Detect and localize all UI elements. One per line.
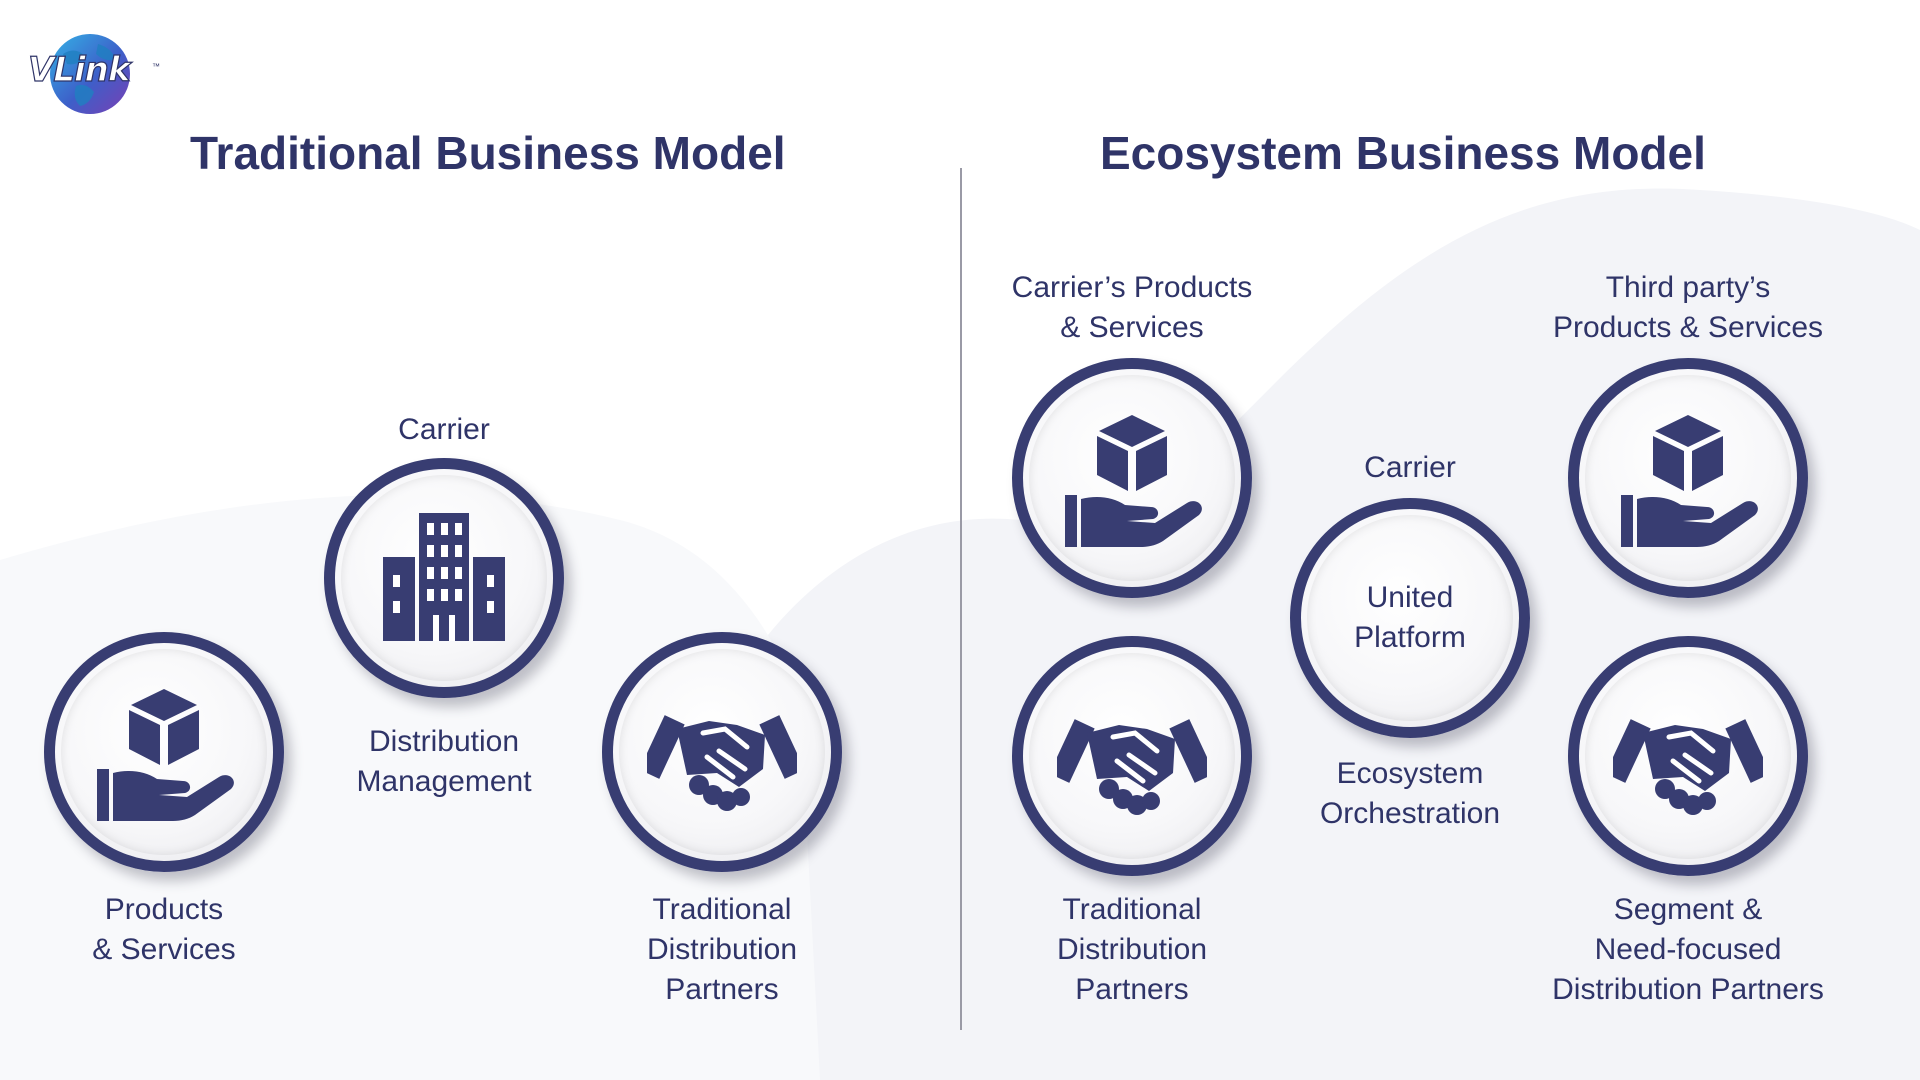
handshake-icon [647,715,797,811]
distribution-management-label: Distribution Management [356,725,532,798]
products-services-node [44,632,284,872]
united-platform-node: United Platform [1290,498,1530,738]
carrier-node [324,458,564,698]
traditional-model-title: Traditional Business Model [190,127,786,179]
third-party-products-services-label: Third party’s Products & Services [1552,271,1824,344]
logo-wordmark: VLink [27,49,131,90]
hand-box-icon [97,689,234,821]
ecosystem-orchestration-label: Ecosystem Orchestration [1319,757,1501,830]
carriers-products-services-label: Carrier’s Products & Services [1011,271,1253,344]
third-party-products-services-node [1568,358,1808,598]
vlink-logo [50,34,130,114]
logo-trademark: ™ [152,62,160,71]
segment-distribution-partners-label: Segment & Need-focused Distribution Part… [1552,893,1824,1006]
building-icon [383,513,505,641]
eco-traditional-distribution-partners-label: Traditional Distribution Partners [1056,893,1208,1006]
products-services-label: Products & Services [92,893,236,966]
eco-traditional-distribution-partners-node [1012,636,1252,876]
ecosystem-model-title: Ecosystem Business Model [1100,127,1706,179]
hand-box-icon [1621,415,1758,547]
handshake-icon [1613,719,1763,815]
segment-distribution-partners-node [1568,636,1808,876]
handshake-icon [1057,719,1207,815]
traditional-distribution-partners-label: Traditional Distribution Partners [646,893,798,1006]
ecosystem-carrier-label: Carrier [1364,451,1456,484]
carriers-products-services-node [1012,358,1252,598]
panel-divider [960,168,962,1030]
traditional-distribution-partners-node [602,632,842,872]
hand-box-icon [1065,415,1202,547]
carrier-label: Carrier [398,413,490,446]
united-platform-text: United Platform [1354,581,1466,654]
